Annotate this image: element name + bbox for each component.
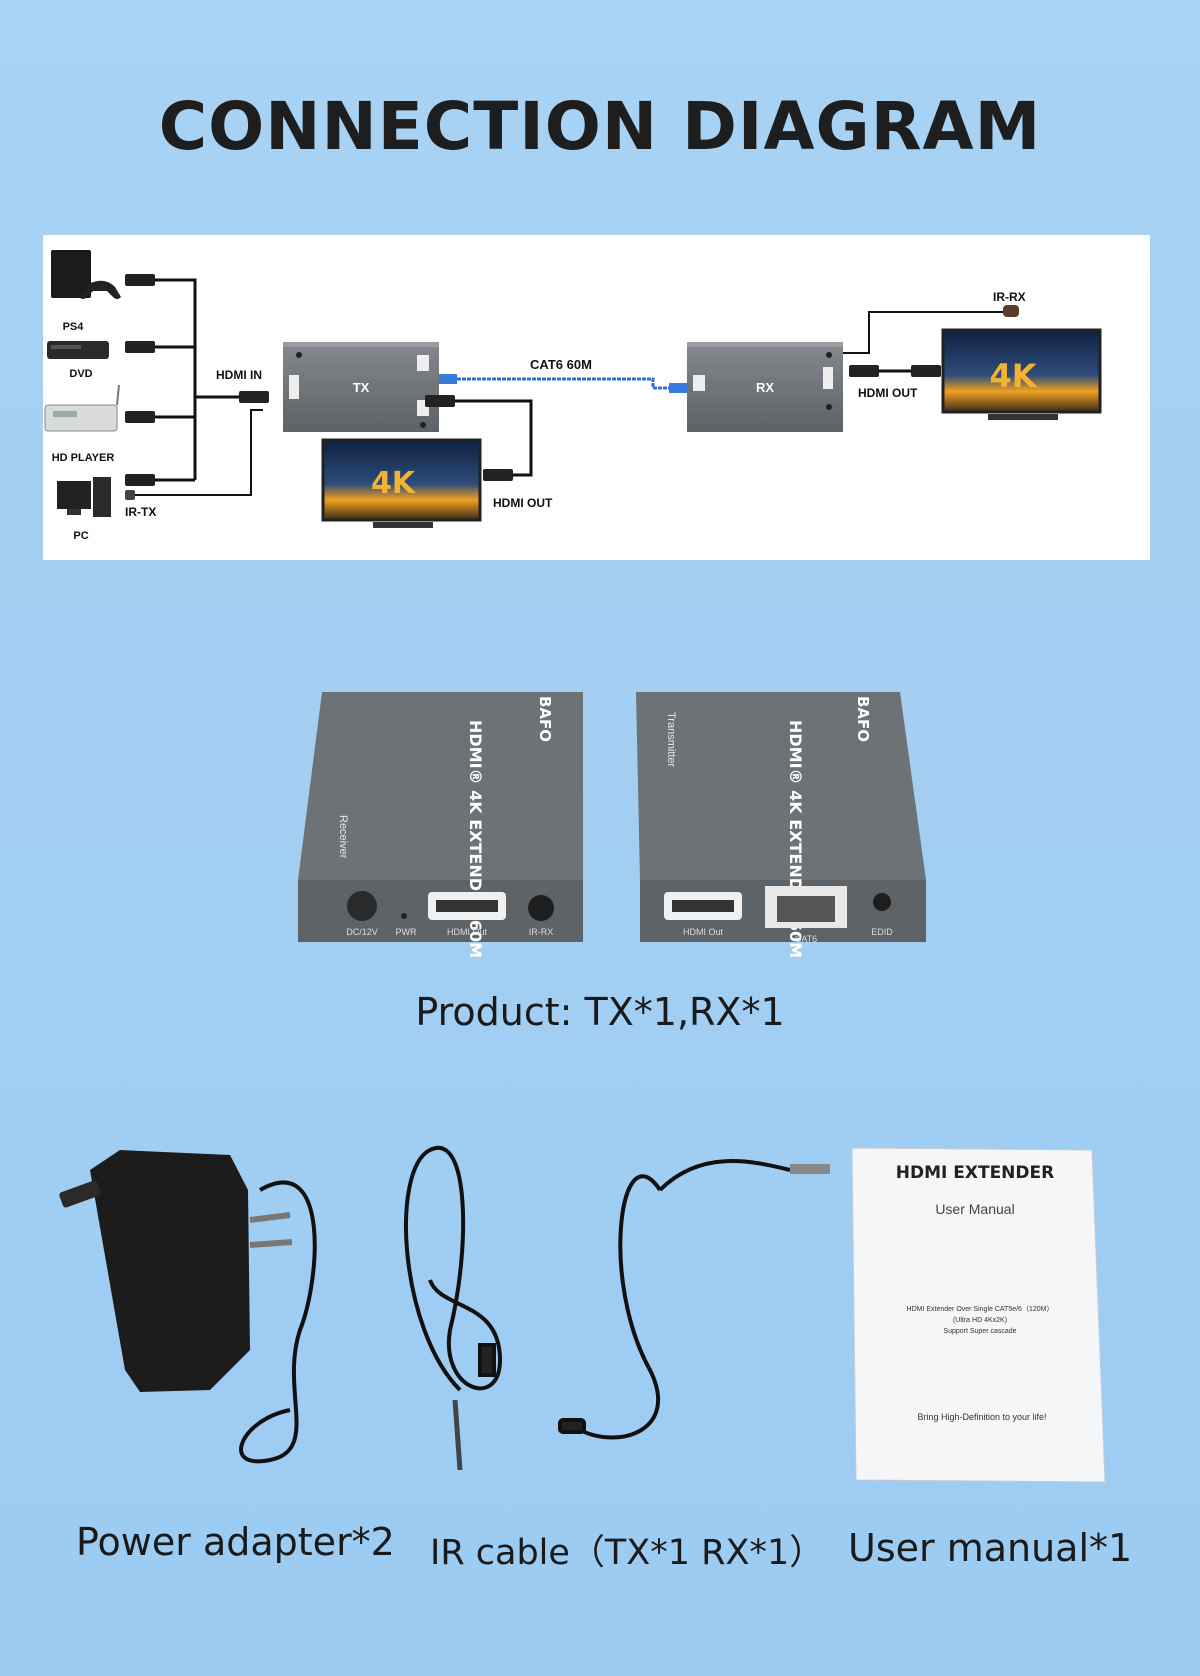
cat6-cable <box>439 374 687 393</box>
local-tv-icon <box>321 438 482 528</box>
cat6-label: CAT6 60M <box>530 357 592 372</box>
source-label-ps4: PS4 <box>63 321 85 333</box>
port-dc12v: DC/12V <box>346 927 378 937</box>
accessories-illustration: HDMI EXTENDER User Manual HDMI Extender … <box>0 1130 1200 1510</box>
receiver-label: Receiver <box>337 815 349 859</box>
remote-tv-4k-text: 4K <box>989 357 1037 395</box>
hdmi-plug-icon <box>849 365 879 377</box>
power-adapter-caption: Power adapter*2 <box>76 1520 395 1564</box>
dvd-icon <box>47 341 109 359</box>
user-manual-icon <box>851 1147 1106 1483</box>
ir-cable-caption: IR cable（TX*1 RX*1） <box>430 1533 825 1573</box>
hd-player-icon <box>44 384 120 432</box>
hdmi-plug-icon <box>125 274 269 486</box>
rx-label: RX <box>756 380 774 395</box>
local-hdmi-out-label: HDMI OUT <box>493 496 553 510</box>
hdmi-plug-icon <box>425 395 455 407</box>
ir-rx-label: IR-RX <box>993 290 1026 304</box>
local-hdmi-cable <box>455 399 533 477</box>
hdmi-plug-icon <box>911 365 941 377</box>
hdmi-in-label: HDMI IN <box>216 368 262 382</box>
port-pwr: PWR <box>396 927 417 937</box>
manual-slogan: Bring High-Definition to your life! <box>917 1412 1046 1422</box>
port-ir-rx: IR-RX <box>529 927 554 937</box>
tx-unit <box>283 342 439 432</box>
pc-icon <box>57 477 111 517</box>
receiver-product-line: HDMI® 4K EXTENDER 60M <box>466 720 485 958</box>
page-title: CONNECTION DIAGRAM <box>158 88 1042 165</box>
source-label-dvd: DVD <box>69 368 92 380</box>
transmitter-brand: BAFO <box>854 696 872 742</box>
manual-description-3: Support Super cascade <box>943 1328 1016 1335</box>
remote-tv-icon <box>941 328 1102 420</box>
connection-diagram: PS4 DVD HD PLAYER PC <box>43 235 1150 560</box>
rx-unit <box>687 342 843 432</box>
ir-emitter-cable-icon <box>558 1159 830 1440</box>
hdmi-plug-icon <box>483 469 513 481</box>
power-adapter-icon <box>59 1150 317 1464</box>
ir-tx-sensor-icon <box>125 490 135 500</box>
manual-title: HDMI EXTENDER <box>896 1163 1054 1183</box>
port-cat6: CAT6 <box>795 934 817 944</box>
ir-tx-label: IR-TX <box>125 505 156 519</box>
transmitter-label: Transmitter <box>665 712 677 768</box>
user-manual-caption: User manual*1 <box>848 1526 1133 1570</box>
source-label-pc: PC <box>73 530 88 542</box>
ir-rx-sensor-icon <box>1003 305 1019 317</box>
ir-rx-cable <box>843 311 1003 354</box>
transmitter-unit: HDMI® 4K EXTENDER 60M BAFO Transmitter H… <box>636 692 926 958</box>
receiver-brand: BAFO <box>536 696 554 742</box>
ir-receiver-cable-icon <box>404 1145 503 1471</box>
tx-label: TX <box>353 380 370 395</box>
source-label-hd-player: HD PLAYER <box>52 452 115 464</box>
ir-tx-cable <box>135 409 263 496</box>
local-tv-4k-text: 4K <box>371 466 417 501</box>
product-illustration: HDMI® 4K EXTENDER 60M BAFO Receiver DC/1… <box>0 680 1200 960</box>
port-edid: EDID <box>871 927 893 937</box>
remote-hdmi-out-label: HDMI OUT <box>858 386 918 400</box>
ps4-icon <box>51 250 121 299</box>
receiver-unit: HDMI® 4K EXTENDER 60M BAFO Receiver DC/1… <box>298 692 583 958</box>
port-hdmi-out-rx: HDMI Out <box>447 927 488 937</box>
manual-description-1: HDMI Extender Over Single CAT5e/6（120M） <box>907 1305 1054 1313</box>
product-caption: Product: TX*1,RX*1 <box>415 990 785 1034</box>
port-hdmi-out-tx: HDMI Out <box>683 927 724 937</box>
manual-subtitle: User Manual <box>935 1201 1014 1217</box>
manual-description-2: (Ultra HD 4Kx2K) <box>953 1317 1007 1324</box>
diagram-svg: PS4 DVD HD PLAYER PC <box>44 250 1102 542</box>
